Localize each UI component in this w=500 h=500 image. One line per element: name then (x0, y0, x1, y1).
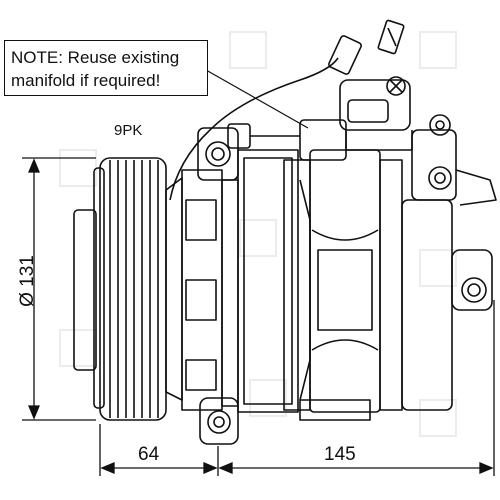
dimensions (22, 157, 495, 476)
manifold-block (227, 76, 497, 206)
note-line-2: manifold if required! (11, 71, 161, 90)
pulley (73, 157, 167, 421)
pulley-width-dimension-label: 64 (138, 444, 160, 465)
belt-type-label: 9PK (114, 122, 143, 139)
wire-connector (209, 19, 405, 131)
compressor-drawing (73, 19, 497, 445)
note-callout: NOTE: Reuse existing manifold if require… (4, 40, 208, 96)
diameter-dimension-label: Ø 131 (17, 255, 38, 307)
watermark-pattern (59, 31, 457, 437)
note-leader-line (205, 69, 309, 129)
note-line-1: NOTE: Reuse existing (11, 48, 180, 67)
body-width-dimension-label: 145 (324, 444, 356, 465)
front-housing (165, 127, 239, 445)
cylinder-body (237, 149, 493, 421)
